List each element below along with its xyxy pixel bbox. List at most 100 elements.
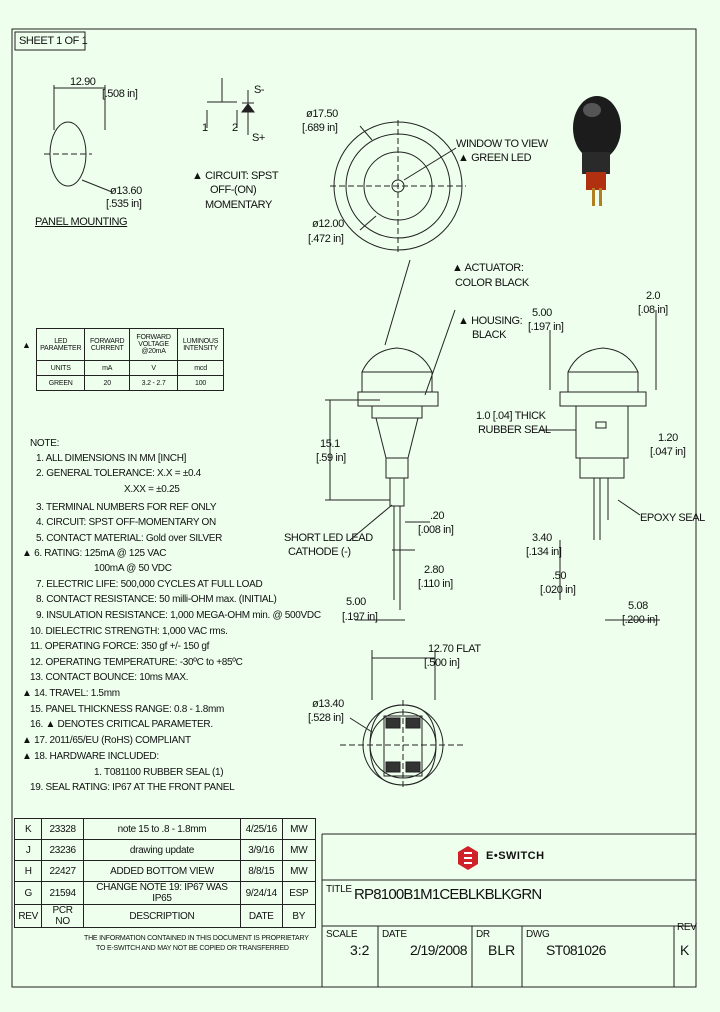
short-lead-label-1: SHORT LED LEAD	[284, 532, 373, 544]
brand-name: E•SWITCH	[486, 850, 545, 862]
led-header-current: FORWARD CURRENT	[84, 328, 131, 361]
right-width-dim: 5.00	[532, 307, 552, 319]
right-thick-dim-in: [.08 in]	[638, 304, 668, 316]
note-line: 5. CONTACT MATERIAL: Gold over SILVER	[36, 533, 222, 544]
actuator-label-2: COLOR BLACK	[455, 277, 529, 289]
description-cell: CHANGE NOTE 19: IP67 WAS IP65	[82, 881, 241, 905]
note-line: 9. INSULATION RESISTANCE: 1,000 MEGA-OHM…	[36, 610, 321, 621]
sheet-label-box	[14, 31, 86, 51]
front-diameter-inner-in: [.472 in]	[308, 233, 344, 245]
led-minus-label: S-	[254, 84, 265, 96]
rev-cell: J	[13, 839, 43, 861]
housing-label-1: ▲ HOUSING:	[458, 315, 523, 327]
by-cell: ESP	[281, 881, 317, 905]
note-line: ▲ 17. 2011/65/EU (RoHS) COMPLIANT	[22, 735, 191, 746]
epoxy-seal-label: EPOXY SEAL	[640, 512, 705, 524]
revision-row: G 21594 CHANGE NOTE 19: IP67 WAS IP65 9/…	[13, 881, 317, 905]
rev-value: K	[680, 942, 690, 958]
scale-value: 3:2	[350, 942, 370, 958]
pcr-cell: 23236	[41, 839, 84, 861]
pin-2-label: 2	[232, 122, 238, 134]
description-cell: ADDED BOTTOM VIEW	[82, 860, 241, 882]
note-line: ▲ 14. TRAVEL: 1.5mm	[22, 688, 120, 699]
bottom-view-figure	[340, 650, 466, 790]
flat-dim: 12.70 FLAT	[428, 643, 481, 655]
dim-500: 5.00	[346, 596, 366, 608]
title-block-lines	[321, 833, 696, 987]
led-units-label: UNITS	[35, 360, 86, 376]
dim-050: .50	[552, 570, 567, 582]
dim-280: 2.80	[424, 564, 444, 576]
dim-508: 5.08	[628, 600, 648, 612]
led-header-parameter: LED PARAMETER	[35, 328, 86, 361]
note-line: 12. OPERATING TEMPERATURE: -30ºC to +85º…	[30, 657, 243, 668]
circuit-label-1: ▲ CIRCUIT: SPST	[192, 170, 279, 182]
date-cell: 9/24/14	[239, 881, 283, 905]
by-cell: MW	[281, 839, 317, 861]
description-cell: note 15 to .8 - 1.8mm	[82, 818, 241, 840]
panel-mounting-figure	[44, 85, 113, 193]
rev-cell: G	[13, 881, 43, 905]
note-line: ▲ 18. HARDWARE INCLUDED:	[22, 751, 159, 762]
dim-020-in: [.008 in]	[418, 524, 454, 536]
dwg-label: DWG	[526, 929, 550, 940]
revision-table: K 23328 note 15 to .8 - 1.8mm 4/25/16 MW…	[13, 818, 317, 928]
led-table-critical-mark: ▲	[22, 340, 31, 350]
panel-diameter-in: [.535 in]	[106, 198, 142, 210]
led-green-label: GREEN	[35, 375, 86, 391]
circuit-symbol	[206, 78, 255, 135]
led-green-current: 20	[84, 375, 131, 391]
rev-cell: H	[13, 860, 43, 882]
led-green-intensity: 100	[177, 375, 224, 391]
rev-cell: K	[13, 818, 43, 840]
bottom-diameter: ø13.40	[312, 698, 344, 710]
note-line: 100mA @ 50 VDC	[94, 563, 172, 574]
pcr-header: PCR NO	[41, 904, 84, 928]
note-line: 1. ALL DIMENSIONS IN MM [INCH]	[36, 453, 187, 464]
by-cell: MW	[281, 860, 317, 882]
note-line: 15. PANEL THICKNESS RANGE: 0.8 - 1.8mm	[30, 704, 225, 715]
drawn-by-label: DR	[476, 929, 490, 940]
rubber-seal-label-2: RUBBER SEAL	[478, 424, 551, 436]
description-header: DESCRIPTION	[82, 904, 241, 928]
bottom-diameter-in: [.528 in]	[308, 712, 344, 724]
circuit-label-3: MOMENTARY	[205, 199, 272, 211]
short-lead-label-2: CATHODE (-)	[288, 546, 351, 558]
right-thick-dim: 2.0	[646, 290, 661, 302]
date-header: DATE	[239, 904, 283, 928]
pcr-cell: 22427	[41, 860, 84, 882]
dim-050-in: [.020 in]	[540, 584, 576, 596]
date-label: DATE	[382, 929, 407, 940]
note-line: NOTE:	[30, 438, 60, 449]
pcr-cell: 23328	[41, 818, 84, 840]
switch-photo	[573, 96, 621, 206]
housing-label-2: BLACK	[472, 329, 507, 341]
note-line: 16. ▲ DENOTES CRITICAL PARAMETER.	[30, 719, 213, 730]
note-line: X.XX = ±0.25	[124, 484, 180, 495]
drawn-by-value: BLR	[488, 942, 516, 958]
side-view-figure	[325, 259, 456, 621]
note-line: ▲ 6. RATING: 125mA @ 125 VAC	[22, 548, 167, 559]
title-label: TITLE	[326, 884, 352, 895]
by-cell: MW	[281, 818, 317, 840]
rev-header: REV	[13, 904, 43, 928]
panel-width-in: [.508 in]	[102, 88, 138, 100]
note-line: 10. DIELECTRIC STRENGTH: 1,000 VAC rms.	[30, 626, 228, 637]
note-line: 7. ELECTRIC LIFE: 500,000 CYCLES AT FULL…	[36, 579, 263, 590]
note-line: 13. CONTACT BOUNCE: 10ms MAX.	[30, 672, 189, 683]
by-header: BY	[281, 904, 317, 928]
front-view-figure	[330, 120, 466, 252]
led-header-intensity: LUMINOUS INTENSITY	[177, 328, 224, 361]
window-label-1: WINDOW TO VIEW	[456, 138, 548, 150]
date-value: 2/19/2008	[410, 942, 467, 958]
right-width-dim-in: [.197 in]	[528, 321, 564, 333]
circuit-label-2: OFF-(ON)	[210, 184, 257, 196]
front-diameter-outer-in: [.689 in]	[302, 122, 338, 134]
right-view-figure	[540, 310, 660, 621]
note-line: 3. TERMINAL NUMBERS FOR REF ONLY	[36, 502, 217, 513]
revision-header-row: REV PCR NO DESCRIPTION DATE BY	[13, 904, 317, 928]
note-line: 1. T081100 RUBBER SEAL (1)	[94, 767, 224, 778]
led-green-voltage: 3.2 - 2.7	[129, 375, 179, 391]
led-parameter-table: LED PARAMETER FORWARD CURRENT FORWARD VO…	[35, 328, 224, 391]
date-cell: 8/8/15	[239, 860, 283, 882]
